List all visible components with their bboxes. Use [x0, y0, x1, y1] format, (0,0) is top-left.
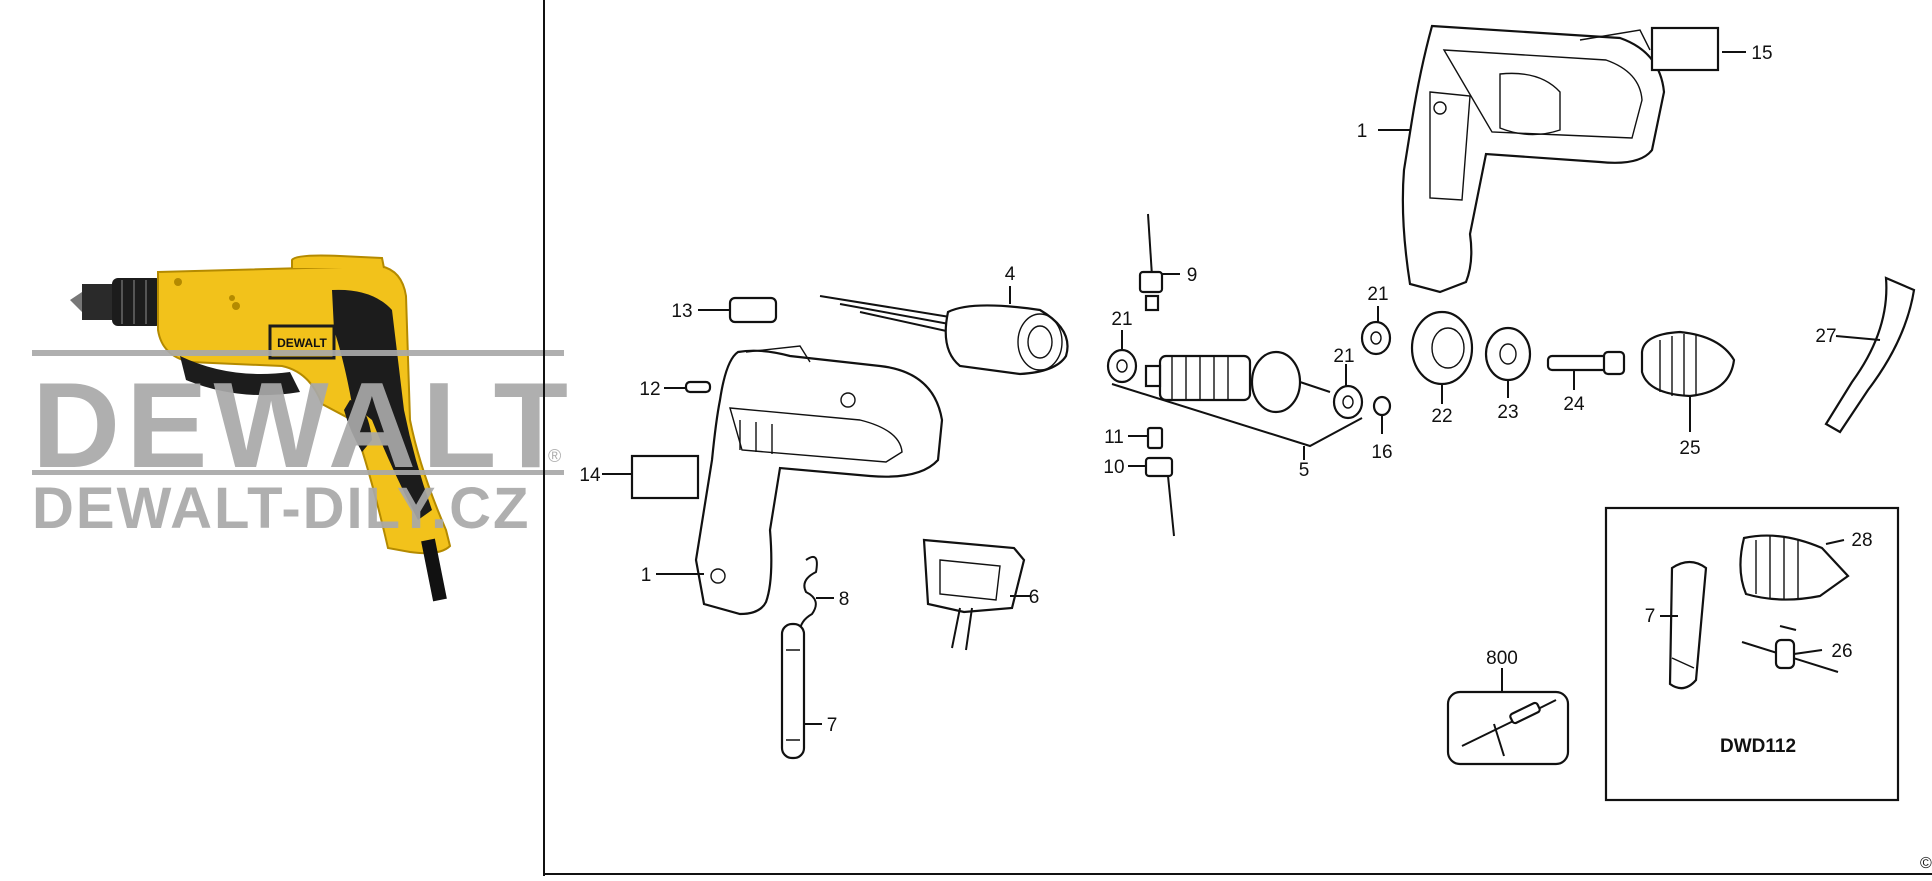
part-label: 800 [1486, 648, 1518, 669]
screw-drawing [684, 380, 712, 394]
switch-button-drawing [728, 296, 778, 324]
part-label: 1 [1357, 121, 1368, 142]
watermark-site: DEWALT-DILY.CZ [32, 476, 530, 541]
part-label: 7 [1645, 606, 1656, 627]
bearing-21-left [1106, 348, 1138, 384]
part-label: 5 [1299, 460, 1310, 481]
part-label: 1 [641, 565, 652, 586]
power-cord-photo [421, 538, 447, 602]
side-handle-7-drawing [780, 622, 806, 760]
watermark-brand: DEWALT [32, 357, 574, 493]
brand-badge-text: DEWALT [277, 336, 327, 350]
brush-holder-drawing [1138, 213, 1164, 312]
part-label: 27 [1815, 326, 1836, 347]
brush-11-drawing [1146, 426, 1164, 450]
label-plate-15 [1650, 26, 1720, 72]
part-label: 28 [1851, 530, 1872, 551]
field-coil-drawing [819, 295, 1069, 376]
part-label: 14 [579, 465, 601, 486]
part-labels: 1 15 4 9 13 21 21 21 27 12 22 23 24 25 1… [579, 43, 1872, 757]
bearing-21-mid [1332, 384, 1364, 420]
part-label: 21 [1333, 346, 1354, 367]
part-label: 11 [1104, 427, 1124, 448]
model-box [1604, 506, 1900, 802]
leader-lines [602, 51, 1881, 725]
part-label: 9 [1187, 265, 1198, 286]
part-label: 25 [1679, 438, 1700, 459]
part-label: 13 [671, 301, 692, 322]
armature-drawing [1111, 350, 1363, 448]
part-label: 21 [1367, 284, 1388, 305]
part-label: 10 [1103, 457, 1124, 478]
brush-holder-10-drawing [1144, 456, 1175, 537]
lower-housing-drawing [694, 345, 944, 616]
bottom-rule [545, 873, 1932, 875]
accessory-box-800 [1446, 690, 1570, 766]
nut-16-drawing [1372, 395, 1392, 417]
part-label: 8 [839, 589, 850, 610]
product-photo: DEWALT [70, 254, 452, 602]
spring-8-drawing [798, 556, 818, 637]
part-label: 4 [1005, 264, 1016, 285]
bracket-27-drawing [1824, 276, 1916, 434]
part-label: 24 [1563, 394, 1585, 415]
watermark: DEWALT ® DEWALT-DILY.CZ [32, 350, 574, 541]
upper-housing-drawing [1401, 24, 1666, 294]
part-label: 6 [1029, 587, 1040, 608]
gear-22-drawing [1410, 310, 1474, 386]
chuck-25-drawing [1640, 330, 1736, 398]
part-label: 21 [1111, 309, 1132, 330]
bearing-21-top [1360, 320, 1392, 356]
part-label: 26 [1831, 641, 1852, 662]
spindle-24-drawing [1546, 350, 1626, 376]
switch-6-drawing [922, 538, 1026, 651]
drill-grip-photo [332, 289, 432, 520]
part-label: 23 [1497, 402, 1518, 423]
part-label: 22 [1431, 406, 1452, 427]
part-label: 7 [827, 715, 838, 736]
copyright-mark: © [1920, 855, 1932, 872]
model-label: DWD112 [1720, 736, 1796, 757]
part-label: 12 [639, 379, 660, 400]
part-label: 16 [1371, 442, 1392, 463]
washer-23-drawing [1484, 326, 1532, 382]
part-label: 15 [1751, 43, 1772, 64]
panel-divider [543, 0, 545, 876]
drill-chuck-photo [70, 278, 162, 326]
label-plate-14 [630, 454, 700, 500]
watermark-registered: ® [548, 446, 561, 466]
